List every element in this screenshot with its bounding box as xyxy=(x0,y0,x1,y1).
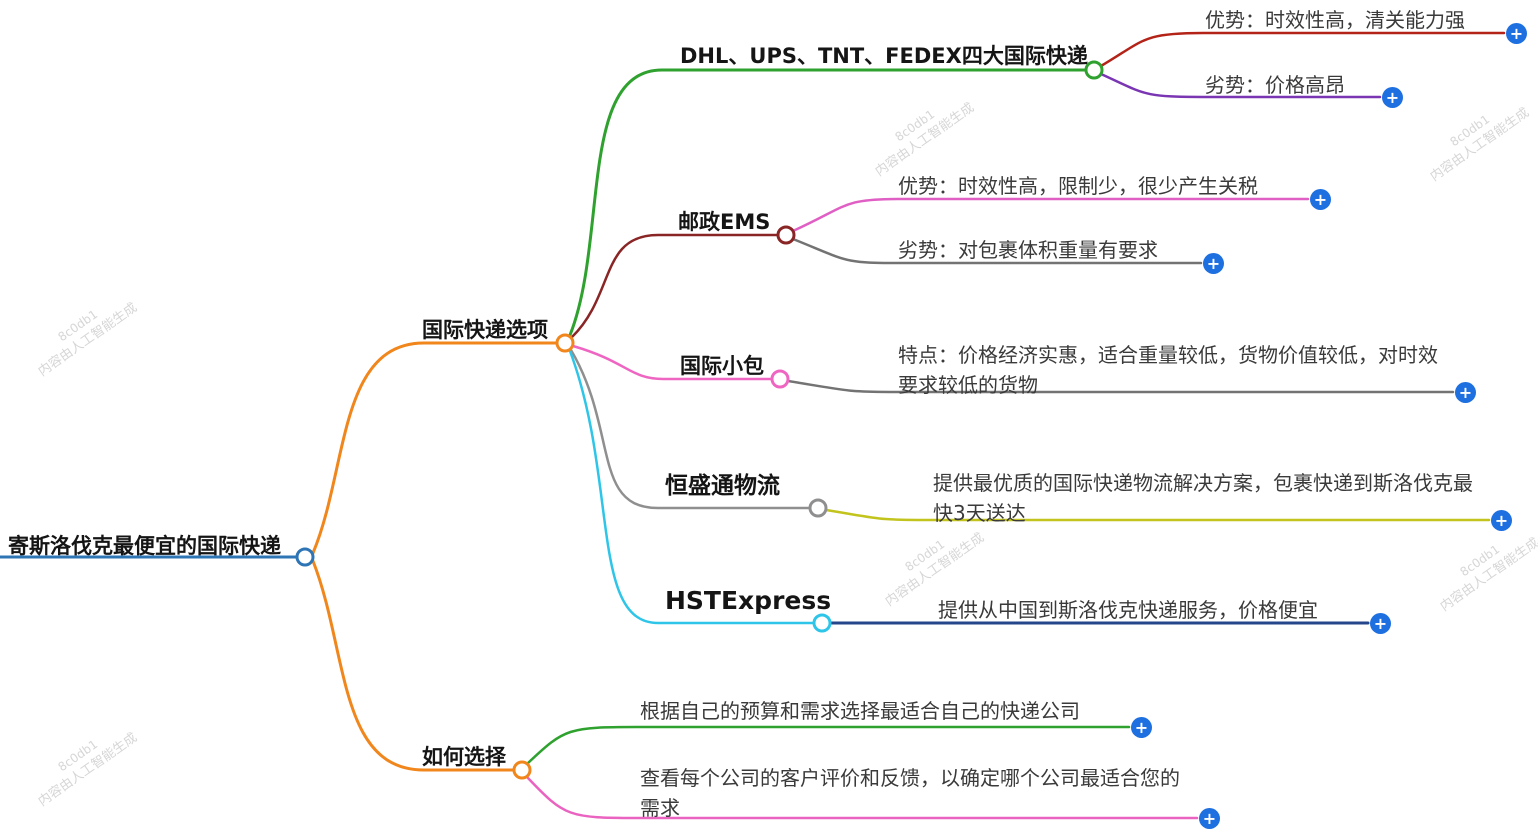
edge-hengsheng-detail xyxy=(824,508,1491,522)
edge-ems-advantage xyxy=(791,197,1310,233)
edge-options-xiaobao xyxy=(571,344,774,381)
branch-options-label[interactable]: 国际快递选项 xyxy=(422,318,548,342)
add-node-button-dhl-disadvantage[interactable]: + xyxy=(1382,87,1403,108)
node-dot-dhl[interactable] xyxy=(1084,60,1104,80)
edge-options-hst xyxy=(568,349,816,625)
add-node-button-xiaobao-feature[interactable]: + xyxy=(1455,382,1476,403)
leaf-hengsheng-detail[interactable]: 提供最优质的国际快递物流解决方案，包裹快递到斯洛伐克最快3天送达 xyxy=(933,471,1473,525)
edge-root-options xyxy=(311,341,559,555)
node-hst-label[interactable]: HSTExpress xyxy=(665,586,832,615)
node-dot-hst[interactable] xyxy=(812,613,832,633)
edge-options-ems xyxy=(570,233,780,339)
add-node-button-ems-advantage[interactable]: + xyxy=(1310,189,1331,210)
branch-how-label[interactable]: 如何选择 xyxy=(422,745,506,769)
node-dot-xiaobao[interactable] xyxy=(770,369,790,389)
plus-icon: + xyxy=(1494,511,1509,530)
plus-icon: + xyxy=(1313,190,1328,209)
leaf-how-reviews[interactable]: 查看每个公司的客户评价和反馈，以确定哪个公司最适合您的需求 xyxy=(640,766,1180,820)
add-node-button-dhl-advantage[interactable]: + xyxy=(1506,23,1527,44)
plus-icon: + xyxy=(1373,614,1388,633)
leaf-ems-advantage[interactable]: 优势：时效性高，限制少，很少产生关税 xyxy=(898,174,1258,198)
node-hengsheng-label[interactable]: 恒盛通物流 xyxy=(665,473,780,499)
edge-how-second xyxy=(525,775,1199,820)
root-node-label[interactable]: 寄斯洛伐克最便宜的国际快递 xyxy=(8,534,281,558)
add-node-button-hst-detail[interactable]: + xyxy=(1370,613,1391,634)
add-node-button-how-reviews[interactable]: + xyxy=(1199,808,1220,829)
node-dot-how[interactable] xyxy=(512,760,532,780)
edge-options-hengsheng xyxy=(569,348,812,510)
edge-dhl-advantage xyxy=(1099,31,1506,68)
edge-how-first xyxy=(526,725,1131,765)
node-dot-ems[interactable] xyxy=(776,225,796,245)
edge-dhl-disadvantage xyxy=(1099,72,1382,99)
node-ems-label[interactable]: 邮政EMS xyxy=(678,210,771,234)
plus-icon: + xyxy=(1202,809,1217,828)
edge-options-dhl xyxy=(568,68,1088,337)
add-node-button-how-budget[interactable]: + xyxy=(1131,717,1152,738)
plus-icon: + xyxy=(1385,88,1400,107)
leaf-ems-disadvantage[interactable]: 劣势：对包裹体积重量有要求 xyxy=(898,238,1158,262)
leaf-hst-detail[interactable]: 提供从中国到斯洛伐克快递服务，价格便宜 xyxy=(938,598,1318,622)
node-dot-root[interactable] xyxy=(295,547,315,567)
plus-icon: + xyxy=(1509,24,1524,43)
plus-icon: + xyxy=(1206,254,1221,273)
plus-icon: + xyxy=(1458,383,1473,402)
leaf-how-budget[interactable]: 根据自己的预算和需求选择最适合自己的快递公司 xyxy=(640,699,1080,723)
edge-xiaobao-feature xyxy=(786,379,1455,394)
leaf-dhl-disadvantage[interactable]: 劣势：价格高昂 xyxy=(1205,73,1345,97)
plus-icon: + xyxy=(1134,718,1149,737)
node-dot-options[interactable] xyxy=(555,333,575,353)
add-node-button-ems-disadvantage[interactable]: + xyxy=(1203,253,1224,274)
edge-ems-disadvantage xyxy=(791,237,1203,265)
node-dhl-label[interactable]: DHL、UPS、TNT、FEDEX四大国际快递 xyxy=(680,44,1088,68)
leaf-dhl-advantage[interactable]: 优势：时效性高，清关能力强 xyxy=(1205,8,1465,32)
edge-root-how xyxy=(311,559,516,772)
node-dot-hengsheng[interactable] xyxy=(808,498,828,518)
add-node-button-hengsheng-detail[interactable]: + xyxy=(1491,510,1512,531)
leaf-xiaobao-feature[interactable]: 特点：价格经济实惠，适合重量较低，货物价值较低，对时效要求较低的货物 xyxy=(898,343,1438,397)
node-xiaobao-label[interactable]: 国际小包 xyxy=(680,354,764,378)
